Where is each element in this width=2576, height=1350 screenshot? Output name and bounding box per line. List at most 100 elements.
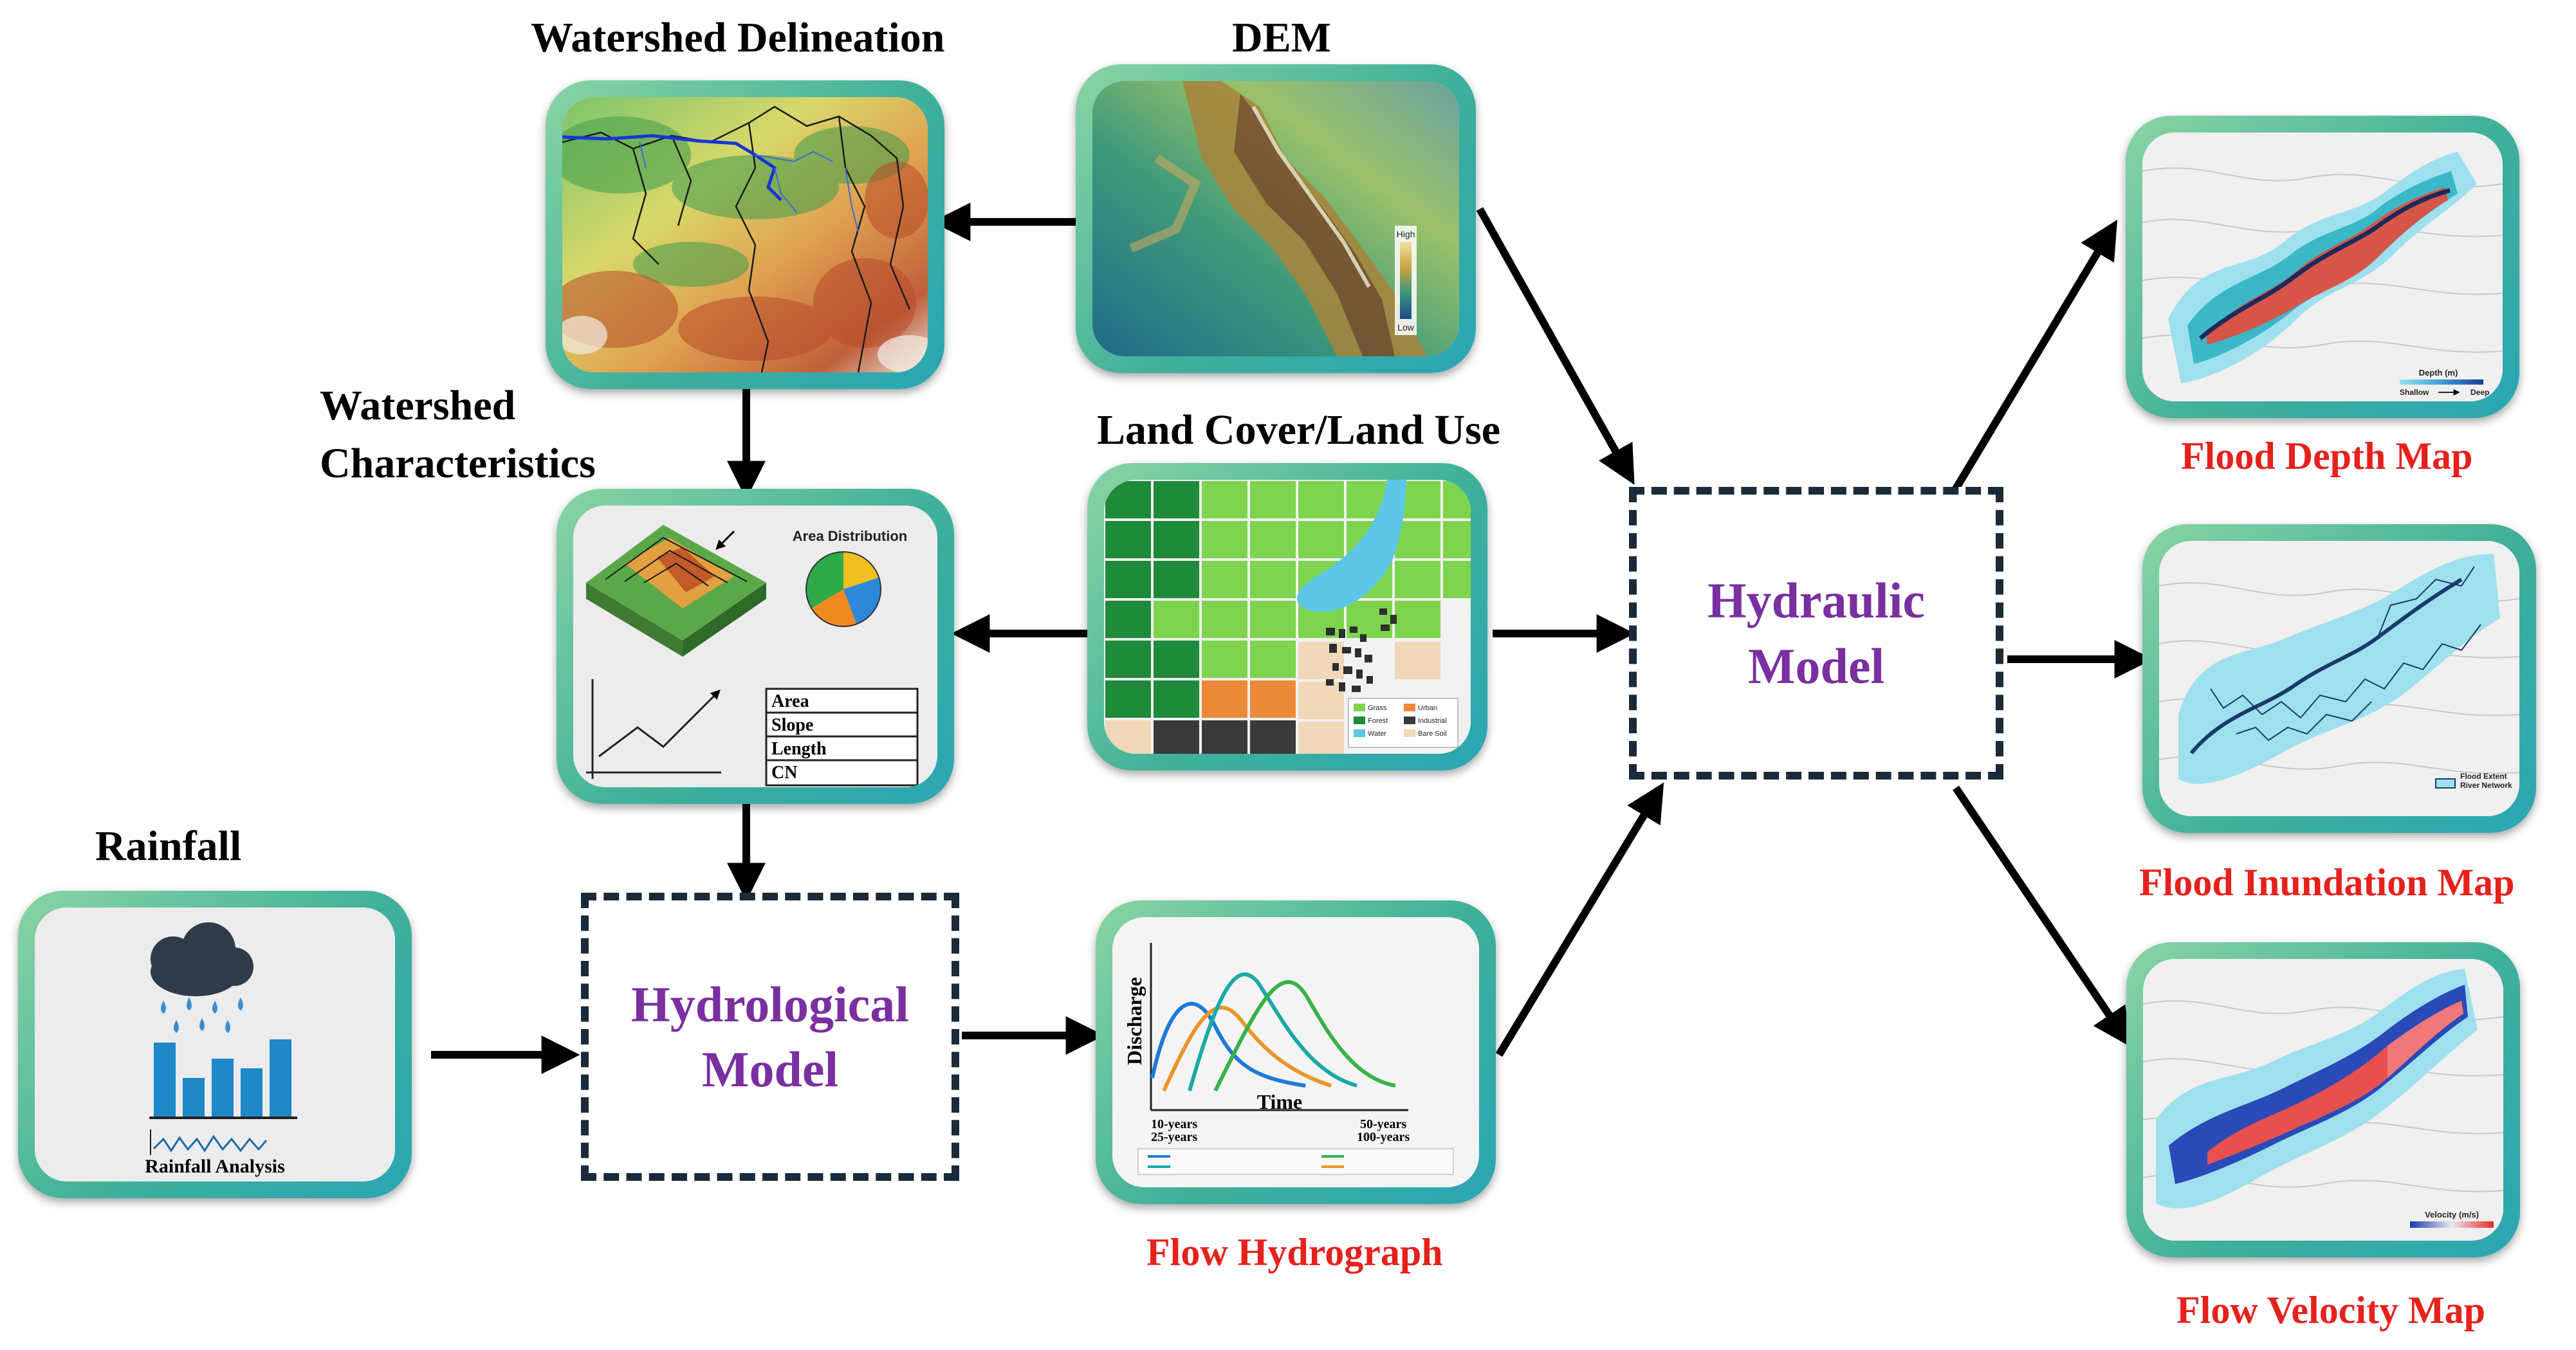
- characteristics-panel: Area Distribution Area: [573, 506, 937, 787]
- land-cover-cell: [1250, 561, 1296, 598]
- land-cover-cell: [1202, 720, 1247, 754]
- watershed-delineation-card: [546, 80, 944, 389]
- trend-arrow-icon: [586, 679, 721, 779]
- flow-velocity-card: Velocity (m/s): [2126, 942, 2520, 1257]
- land-cover-cell: [1298, 682, 1344, 719]
- land-cover-cell: [1250, 601, 1296, 638]
- land-cover-cell: [1105, 720, 1151, 754]
- pie-title: Area Distribution: [793, 528, 907, 544]
- label-watershed-characteristics-2: Characteristics: [320, 440, 596, 487]
- land-cover-cell: [1298, 481, 1344, 518]
- label-land-cover: Land Cover/Land Use: [1097, 406, 1501, 453]
- land-cover-cell: [1154, 680, 1199, 718]
- velocity-legend-title: Velocity (m/s): [2425, 1210, 2479, 1219]
- arrow-hydrograph-to-hydraulic: [1495, 782, 1664, 1057]
- land-cover-cell: [1250, 481, 1296, 518]
- hydrological-model-line1: Hydrological: [631, 976, 909, 1032]
- flow-velocity-map: Velocity (m/s): [2143, 959, 2503, 1241]
- land-cover-cell: [1443, 481, 1471, 518]
- legend-industrial: Industrial: [1418, 717, 1447, 725]
- land-cover-cell: [1202, 561, 1247, 598]
- land-cover-legend: Grass Forest Water Urban Industrial Bare…: [1348, 698, 1458, 748]
- rainfall-panel: Rainfall Analysis: [35, 908, 395, 1181]
- hydrograph-curve-100yr: [1213, 980, 1396, 1092]
- label-flow-hydrograph: Flow Hydrograph: [1146, 1231, 1443, 1273]
- land-cover-cell: [1154, 561, 1199, 598]
- depth-legend-deep: Deep: [2470, 388, 2489, 397]
- land-cover-cell: [1105, 561, 1151, 598]
- hydrograph-xlabel: Time: [1257, 1090, 1303, 1113]
- dem-card: High Low: [1076, 64, 1476, 373]
- watershed-characteristics-card: Area Distribution Area: [557, 489, 954, 804]
- delineation-map: [562, 97, 928, 372]
- rainfall-caption: Rainfall Analysis: [145, 1156, 285, 1177]
- period-100yr: 100-years: [1357, 1130, 1410, 1144]
- arrow-hydraulic-to-velocity: [1953, 785, 2131, 1047]
- land-cover-cell: [1154, 481, 1199, 518]
- label-dem: DEM: [1232, 14, 1331, 61]
- hydrograph-curve-10yr: [1150, 1001, 1306, 1088]
- land-cover-cell: [1250, 680, 1296, 718]
- extent-legend-line2: River Network: [2460, 781, 2512, 790]
- characteristics-table: Area Slope Length CN: [765, 688, 919, 787]
- land-cover-cell: [1395, 601, 1440, 638]
- label-rainfall: Rainfall: [95, 823, 242, 870]
- land-cover-cell: [1202, 641, 1247, 678]
- land-cover-cell: [1250, 641, 1296, 678]
- land-cover-cell: [1250, 720, 1296, 754]
- land-cover-cell: [1154, 641, 1199, 678]
- hydrograph-curve-25yr: [1162, 1005, 1332, 1092]
- flood-depth-card: Depth (m) Shallow Deep: [2126, 116, 2519, 418]
- land-cover-cell: [1443, 561, 1471, 598]
- hydrograph-ylabel: Discharge: [1123, 977, 1146, 1065]
- land-cover-cell: [1395, 561, 1440, 598]
- extent-legend-line1: Flood Extent: [2460, 772, 2507, 781]
- pie-chart-icon: [805, 551, 881, 627]
- land-cover-cell: [1154, 521, 1199, 558]
- legend-water: Water: [1368, 730, 1386, 738]
- land-cover-cell: [1250, 521, 1296, 558]
- flood-depth-map: Depth (m) Shallow Deep: [2142, 132, 2503, 401]
- bar-chart-icon: [149, 1039, 297, 1119]
- label-watershed-delineation: Watershed Delineation: [531, 14, 945, 61]
- arrow-hydraulic-to-depth: [1952, 219, 2118, 491]
- hydraulic-model-line2: Model: [1747, 637, 1885, 694]
- land-cover-card: Grass Forest Water Urban Industrial Bare…: [1087, 463, 1487, 771]
- land-cover-cell: [1298, 722, 1344, 754]
- legend-bare-soil: Bare Soil: [1418, 730, 1447, 738]
- land-cover-cell: [1443, 521, 1471, 558]
- land-cover-cell: [1298, 642, 1344, 679]
- land-cover-cell: [1202, 481, 1247, 518]
- land-cover-cell: [1105, 641, 1151, 678]
- label-flood-inundation-map: Flood Inundation Map: [2139, 861, 2515, 904]
- terrain-3d-icon: [586, 525, 766, 657]
- table-row-area: Area: [771, 691, 809, 711]
- land-cover-cell: [1105, 521, 1151, 558]
- land-cover-cell: [1395, 642, 1440, 679]
- table-row-slope: Slope: [771, 715, 813, 735]
- dem-legend-low: Low: [1397, 322, 1415, 333]
- label-flood-depth-map: Flood Depth Map: [2181, 435, 2473, 477]
- land-cover-cell: [1202, 521, 1247, 558]
- land-cover-cell: [1105, 601, 1151, 638]
- table-row-length: Length: [771, 739, 827, 759]
- land-cover-cell: [1298, 521, 1344, 558]
- cloud-rain-icon: [151, 922, 253, 1033]
- depth-legend-shallow: Shallow: [2400, 388, 2429, 397]
- land-cover-cell: [1395, 521, 1440, 558]
- hydraulic-model-line1: Hydraulic: [1707, 572, 1925, 629]
- land-cover-cell: [1202, 601, 1247, 638]
- legend-urban: Urban: [1418, 704, 1437, 712]
- flood-inundation-map: Flood Extent River Network: [2159, 541, 2519, 816]
- hydrological-model-line2: Model: [701, 1041, 839, 1097]
- land-cover-cell: [1105, 680, 1151, 718]
- dem-legend-high: High: [1397, 229, 1415, 239]
- period-10yr: 10-years: [1151, 1117, 1197, 1131]
- label-watershed-characteristics-1: Watershed: [320, 382, 516, 429]
- urban-blocks: [1326, 608, 1397, 692]
- flow-hydrograph-card: Discharge Time 10-years 25-years 50-year…: [1096, 900, 1496, 1204]
- land-cover-cell: [1154, 720, 1199, 754]
